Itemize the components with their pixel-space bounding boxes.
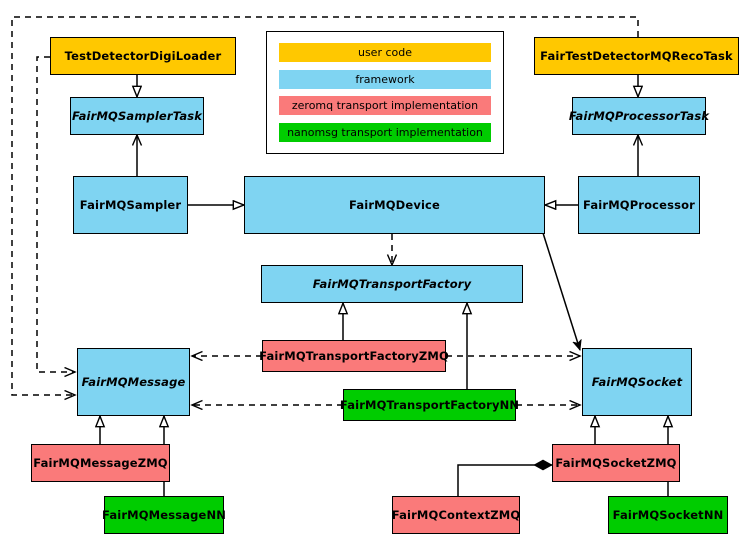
class-node-label: FairMQSampler — [79, 197, 182, 212]
class-node-FairMQProcessor[interactable]: FairMQProcessor — [578, 176, 700, 234]
class-node-label: FairMQMessage — [81, 374, 186, 389]
edge-recotask-message — [11, 16, 639, 395]
class-node-label: FairMQMessageZMQ — [33, 455, 168, 470]
legend-label-nanomsg: nanomsg transport implementation — [287, 126, 483, 140]
class-node-label: FairMQProcessorTask — [568, 108, 710, 123]
class-node-FairMQSocket[interactable]: FairMQSocket — [582, 348, 692, 416]
class-node-FairMQSocketNN[interactable]: FairMQSocketNN — [608, 496, 728, 534]
legend-item-user-code: user code — [279, 42, 491, 62]
class-node-FairMQTransportFactoryNN[interactable]: FairMQTransportFactoryNN — [339, 389, 520, 421]
class-node-label: FairMQContextZMQ — [391, 507, 521, 522]
class-node-FairMQSocketZMQ[interactable]: FairMQSocketZMQ — [552, 444, 680, 482]
class-node-label: TestDetectorDigiLoader — [64, 48, 222, 63]
legend-label-user-code: user code — [357, 45, 413, 59]
class-node-TestDetectorDigiLoader[interactable]: TestDetectorDigiLoader — [50, 37, 236, 75]
class-node-label: FairMQDevice — [349, 197, 440, 212]
edge-contextzmq-socketzmq — [457, 465, 552, 496]
class-node-label: FairMQMessageNN — [102, 507, 226, 522]
legend-label-framework: framework — [355, 72, 415, 86]
legend: user code framework zeromq transport imp… — [266, 31, 504, 154]
legend-label-zeromq: zeromq transport implementation — [291, 99, 479, 113]
class-node-FairTestDetectorMQRecoTask[interactable]: FairTestDetectorMQRecoTask — [534, 37, 739, 75]
class-node-label: FairMQSamplerTask — [71, 108, 203, 123]
class-node-FairMQProcessorTask[interactable]: FairMQProcessorTask — [568, 97, 710, 135]
class-node-FairMQTransportFactoryZMQ[interactable]: FairMQTransportFactoryZMQ — [259, 340, 449, 372]
edge-device-socket — [542, 232, 580, 350]
edge-digiloader-message — [36, 56, 75, 372]
class-node-FairMQMessageZMQ[interactable]: FairMQMessageZMQ — [31, 444, 170, 482]
class-node-FairMQTransportFactory[interactable]: FairMQTransportFactory — [261, 265, 523, 303]
class-node-label: FairMQSocketZMQ — [555, 455, 677, 470]
class-node-label: FairMQSocket — [591, 374, 683, 389]
class-node-label: FairMQTransportFactoryZMQ — [259, 348, 449, 363]
class-node-FairMQMessageNN[interactable]: FairMQMessageNN — [102, 496, 226, 534]
class-node-FairMQDevice[interactable]: FairMQDevice — [244, 176, 545, 234]
class-node-FairMQSamplerTask[interactable]: FairMQSamplerTask — [70, 97, 204, 135]
class-node-label: FairMQProcessor — [583, 197, 695, 212]
class-node-label: FairMQTransportFactory — [312, 276, 472, 291]
class-node-FairMQSampler[interactable]: FairMQSampler — [73, 176, 188, 234]
legend-item-framework: framework — [279, 69, 491, 89]
legend-item-zeromq: zeromq transport implementation — [279, 96, 491, 116]
class-node-label: FairMQSocketNN — [612, 507, 724, 522]
class-node-label: FairTestDetectorMQRecoTask — [540, 48, 733, 63]
class-node-label: FairMQTransportFactoryNN — [339, 397, 520, 412]
class-node-FairMQContextZMQ[interactable]: FairMQContextZMQ — [392, 496, 520, 534]
legend-item-nanomsg: nanomsg transport implementation — [279, 123, 491, 143]
class-node-FairMQMessage[interactable]: FairMQMessage — [77, 348, 190, 416]
